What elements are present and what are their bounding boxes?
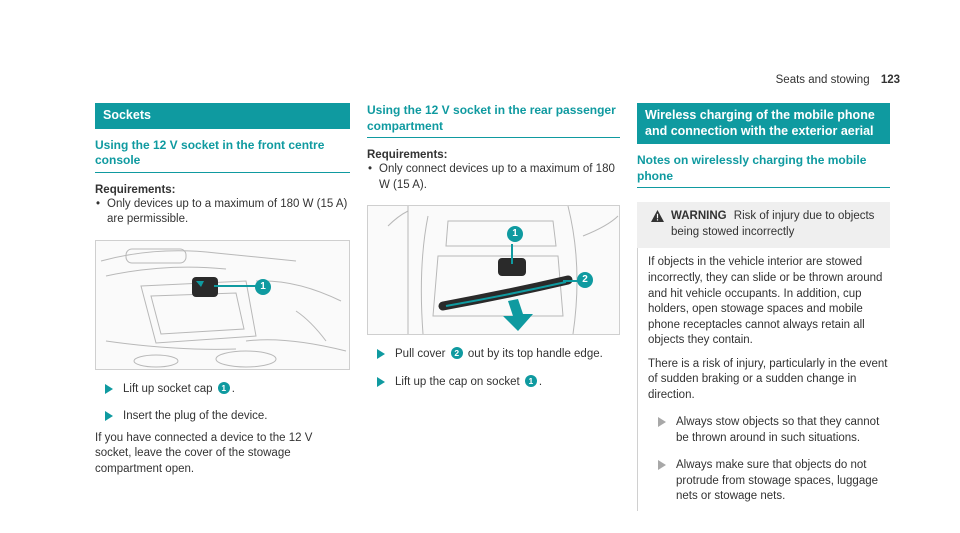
requirement-text: Only devices up to a maximum of 180 W (1… (107, 197, 348, 226)
rear-console-illustration (387, 206, 619, 335)
instruction-step: Lift up the cap on socket 1. (367, 374, 620, 391)
callout-badge: 1 (217, 381, 230, 394)
section-title: Seats and stowing (775, 74, 870, 86)
console-illustration (100, 248, 347, 368)
warning-label: WARNING (671, 210, 727, 223)
column-wireless-charging: Wireless charging of the mobile phone an… (637, 103, 890, 511)
subsection-heading: Notes on wirelessly charging the mobile … (637, 153, 890, 189)
bullet-icon: • (96, 197, 101, 210)
callout-badge: 1 (524, 374, 537, 387)
instruction-step: Always stow objects so that they cannot … (648, 415, 890, 446)
section-banner: Sockets (95, 103, 350, 129)
section-banner: Wireless charging of the mobile phone an… (637, 103, 890, 145)
page-number: 123 (880, 74, 900, 86)
requirement-item: • Only devices up to a maximum of 180 W … (95, 197, 350, 228)
warning-box: WARNING Risk of injury due to objects be… (637, 202, 890, 249)
requirement-text: Only connect devices up to a maximum of … (379, 163, 615, 191)
instruction-step: Pull cover 2 out by its top handle edge. (367, 347, 620, 363)
rear-console-figure: 1 2 (367, 205, 620, 336)
subsection-heading: Using the 12 V socket in the rear passen… (367, 103, 620, 139)
figure-callout-1: 1 (507, 226, 523, 243)
instruction-step: Lift up socket cap 1. (95, 381, 350, 398)
arrow-icon (658, 417, 666, 428)
subsection-heading: Using the 12 V socket in the front centr… (95, 138, 350, 173)
direction-arrow (503, 299, 533, 332)
arrow-icon (377, 349, 385, 360)
callout-badge: 2 (450, 347, 463, 360)
warning-paragraph: If objects in the vehicle interior are s… (648, 256, 883, 347)
column-sockets: Sockets Using the 12 V socket in the fro… (95, 103, 350, 477)
bullet-icon: • (368, 163, 373, 176)
requirements-label: Requirements: (95, 183, 176, 196)
arrow-icon (377, 376, 385, 387)
page-header: Seats and stowing 123 (776, 74, 900, 86)
socket-shape (498, 258, 526, 277)
instruction-step: Insert the plug of the device. (95, 409, 350, 425)
arrow-icon (105, 411, 113, 422)
instruction-step: Always make sure that objects do not pro… (648, 458, 890, 505)
arrow-icon (105, 383, 113, 394)
note-paragraph: If you have connected a device to the 12… (95, 431, 313, 475)
arrow-icon (658, 460, 666, 471)
warning-header: WARNING Risk of injury due to objects be… (647, 209, 880, 240)
front-console-figure: 1 (95, 239, 350, 370)
warning-paragraph: There is a risk of injury, particularly … (648, 357, 888, 401)
warning-body: If objects in the vehicle interior are s… (637, 248, 890, 511)
figure-callout-2: 2 (577, 272, 593, 289)
warning-triangle-icon (651, 210, 664, 228)
requirement-item: • Only connect devices up to a maximum o… (367, 162, 620, 193)
figure-callout-1: 1 (255, 278, 271, 295)
warning-title: Risk of injury due to objects being stow… (671, 210, 875, 238)
requirements-label: Requirements: (367, 149, 448, 162)
column-rear-socket: Using the 12 V socket in the rear passen… (367, 103, 620, 390)
